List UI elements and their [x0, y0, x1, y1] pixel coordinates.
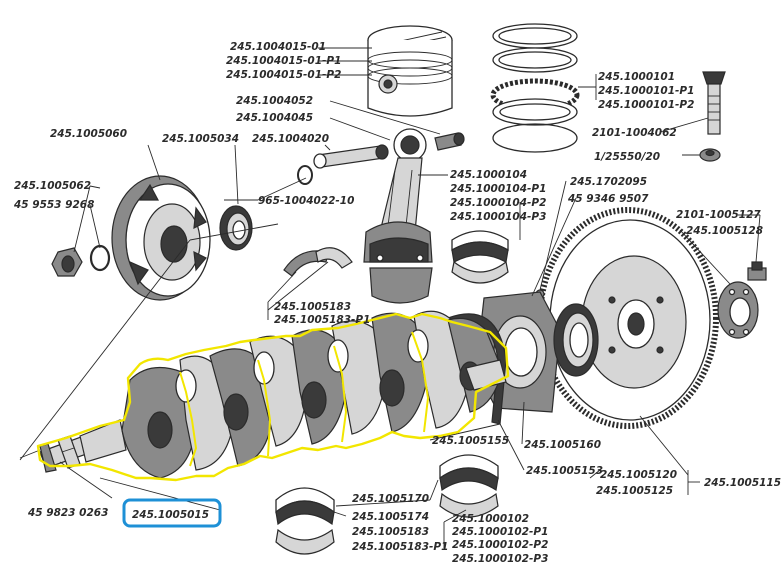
label-seal: 245.1005034 — [162, 133, 239, 145]
label-rings-c: 245.1000101-P2 — [598, 99, 694, 111]
crank-pulley-drawing — [111, 175, 211, 301]
hub-nut-drawing — [51, 244, 111, 277]
leader-lines — [19, 47, 761, 548]
piston-rings-drawing — [490, 23, 580, 153]
part-number-labels: 245.1004015-01 245.1004015-01-P1 245.100… — [13, 41, 781, 565]
nut-drawing — [699, 148, 721, 162]
flywheel-drawing — [537, 207, 719, 429]
label-piston-b: 245.1004015-01-P1 — [226, 55, 341, 67]
con-rod-bolt-drawing — [702, 71, 726, 135]
label-fw-pin: 45 9346 9507 — [567, 193, 649, 205]
label-hub-washer: 45 9553 9268 — [13, 199, 94, 211]
label-main-b: 245.1005174 — [352, 511, 429, 523]
label-brg-b: 245.1000102-P1 — [452, 526, 548, 538]
label-pin-bush2: 245.1004045 — [236, 112, 313, 124]
label-brg-a: 245.1000102 — [452, 513, 529, 525]
piston-pin-drawing — [313, 132, 465, 169]
label-rod-b: 245.1000104-P1 — [450, 183, 546, 195]
connecting-rod-drawing — [363, 128, 433, 304]
label-rings-a: 245.1000101 — [598, 71, 675, 83]
crankshaft-drawing — [39, 310, 507, 479]
label-flywheel-a: 245.1005120 — [600, 469, 677, 481]
label-fw-plate: 245.1005128 — [686, 225, 763, 237]
label-flywheel-b: 245.1005125 — [596, 485, 673, 497]
flywheel-bolt-drawing — [747, 261, 767, 281]
label-thrust-b: 245.1005183-P1 — [274, 314, 370, 326]
thrust-washers-drawing — [283, 247, 353, 277]
rod-bearing-shells-drawing — [451, 230, 509, 284]
label-key: 45 9823 0263 — [27, 507, 108, 519]
label-rear-gasket: 245.1005153 — [526, 465, 603, 477]
label-rod-c: 245.1000104-P2 — [450, 197, 546, 209]
label-thrust-a: 245.1005183 — [274, 301, 351, 313]
main-bearing-shells-drawing — [275, 454, 499, 555]
label-rod-d: 245.1000104-P3 — [450, 211, 546, 223]
label-piston-a: 245.1004015-01 — [230, 41, 326, 53]
label-rear-cover: 245.1005160 — [524, 439, 601, 451]
label-main-d: 245.1005183-P1 — [352, 541, 448, 553]
label-rings-b: 245.1000101-P1 — [598, 85, 694, 97]
label-pin-bush: 245.1004052 — [236, 95, 313, 107]
label-rod-a: 245.1000104 — [450, 169, 527, 181]
piston-drawing — [367, 25, 453, 117]
label-circlip: 965-1004022-10 — [258, 195, 354, 207]
label-rear-seal: 245.1005155 — [432, 435, 509, 447]
label-hub-bolt: 245.1005062 — [14, 180, 91, 192]
label-main-a: 245.1005170 — [352, 493, 429, 505]
label-crankshaft: 245.1005015 — [132, 509, 209, 521]
rear-seal-drawing — [553, 303, 599, 377]
label-brg-c: 245.1000102-P2 — [452, 539, 548, 551]
flywheel-plate-drawing — [717, 281, 759, 339]
label-pin: 245.1004020 — [252, 133, 329, 145]
label-bolt: 2101-1004062 — [592, 127, 677, 139]
crankshaft-highlight — [36, 312, 510, 482]
label-fw-dowel: 245.1702095 — [570, 176, 647, 188]
label-brg-d: 245.1000102-P3 — [452, 553, 548, 565]
label-main-c: 245.1005183 — [352, 526, 429, 538]
label-pulley: 245.1005060 — [50, 128, 127, 140]
label-fw-bolt: 2101-1005127 — [676, 209, 761, 221]
selected-part-highlight — [122, 498, 222, 528]
label-piston-c: 245.1004015-01-P2 — [226, 69, 341, 81]
label-washer: 1/25550/20 — [594, 151, 660, 163]
front-seal-drawing — [219, 205, 253, 251]
label-flywheel-asm: 245.1005115 — [704, 477, 781, 489]
circlip-drawing — [297, 165, 313, 185]
